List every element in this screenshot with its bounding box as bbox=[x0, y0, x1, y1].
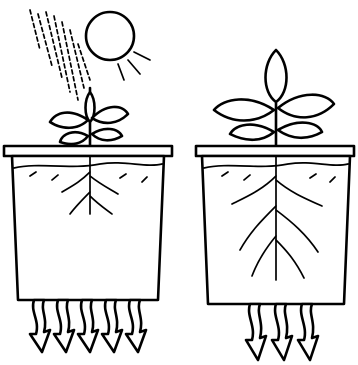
left-plant bbox=[50, 88, 128, 150]
right-panel bbox=[196, 50, 354, 360]
left-panel bbox=[4, 10, 172, 352]
left-heat-arrows bbox=[30, 300, 146, 352]
right-pot bbox=[196, 146, 354, 304]
light-rays bbox=[30, 10, 90, 100]
sun-icon bbox=[86, 12, 150, 80]
right-plant bbox=[214, 50, 334, 150]
left-pot bbox=[4, 146, 172, 300]
right-heat-arrows bbox=[246, 304, 318, 360]
